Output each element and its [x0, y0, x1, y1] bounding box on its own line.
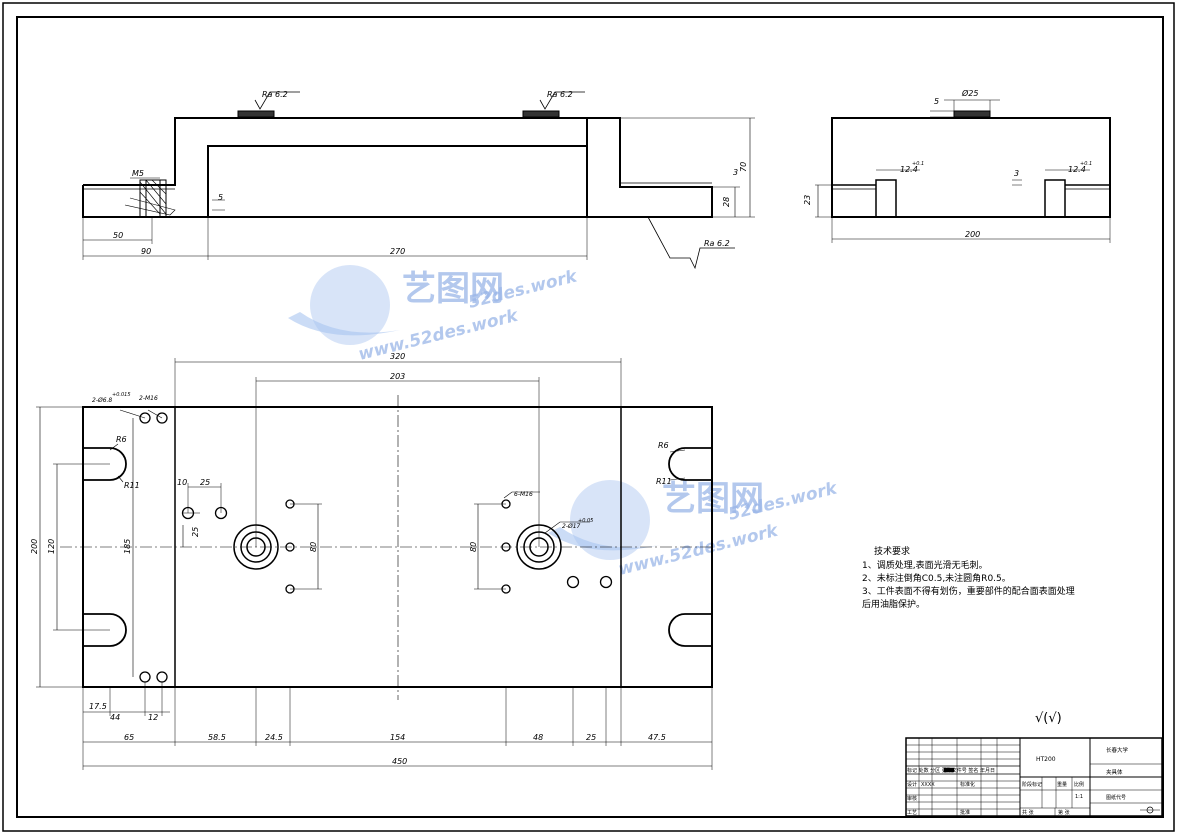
front-dim-270: 270	[390, 247, 405, 256]
front-roughness-right: Ra 6.2	[547, 90, 573, 99]
side-tol-right-sup: +0.1	[1080, 161, 1092, 167]
plan-dim-10: 10	[177, 478, 187, 487]
side-dim-5: 5	[934, 97, 939, 106]
front-dim-90: 90	[141, 247, 151, 256]
title-stage-label: 阶段标记	[1022, 781, 1042, 788]
plan-dim-120: 120	[47, 539, 56, 554]
tech-note-line-4: 后用油脂保护。	[862, 598, 925, 610]
plan-dim-58-5: 58.5	[208, 733, 226, 742]
plan-six-m16-label: 6-M16	[514, 491, 533, 498]
front-dim-50: 50	[113, 231, 123, 240]
title-rev-header: 标记 处数 分区 更改文件号 签名 年月日	[907, 767, 995, 774]
side-dim-3: 3	[1014, 169, 1019, 178]
plan-dim-24-5: 24.5	[265, 733, 283, 742]
side-dia-label: Ø25	[961, 88, 978, 98]
side-tol-left-sup: +0.1	[912, 161, 924, 167]
title-block	[905, 737, 1163, 817]
plan-r6-left: R6	[116, 435, 127, 444]
title-scale-value: 1:1	[1075, 794, 1083, 800]
tech-note-line-2: 2、未标注倒角C0.5,未注圆角R0.5。	[862, 572, 1011, 584]
tech-notes-title: 技术要求	[874, 545, 910, 557]
title-school: 长春大学	[1106, 746, 1129, 754]
title-design-label: 设计	[907, 781, 917, 788]
plan-r11-right: R11	[656, 477, 672, 486]
title-weight-label: 重量	[1057, 781, 1067, 788]
side-tol-left: 12.4	[900, 165, 918, 174]
plan-dim-200: 200	[30, 539, 39, 554]
title-process-label: 工艺	[907, 810, 917, 816]
plan-dim-47-5: 47.5	[648, 733, 666, 742]
title-std-label: 标准化	[960, 781, 975, 788]
plan-dim-12: 12	[148, 713, 158, 722]
watermark-top: 艺图网 52des.work www.52des.work	[288, 265, 581, 365]
front-roughness-bottom: Ra 6.2	[704, 239, 730, 248]
plan-bore-sup: +0.05	[578, 518, 593, 524]
plan-dim-44: 44	[110, 713, 120, 722]
plan-dim-25-bottom: 25	[586, 733, 596, 742]
front-thread-label: M5	[132, 169, 144, 178]
side-view	[815, 99, 1111, 243]
plan-dim-185: 185	[123, 539, 132, 554]
plan-dim-450: 450	[392, 757, 407, 766]
plan-hole-left-sub: +0.015	[112, 392, 131, 398]
plan-dim-320: 320	[390, 352, 405, 361]
front-dim-70: 70	[739, 162, 748, 172]
plan-dim-25-v: 25	[191, 527, 200, 537]
plan-view	[36, 358, 713, 770]
plan-r11-left: R11	[124, 481, 140, 490]
front-view	[82, 91, 755, 270]
plan-dim-154: 154	[390, 733, 405, 742]
front-dim-28: 28	[722, 197, 731, 207]
tech-note-line-3: 3、工件表面不得有划伤，重要部件的配合面表面处理	[862, 585, 1075, 597]
plan-dim-80-right: 80	[469, 542, 478, 552]
plan-dim-80-left: 80	[309, 542, 318, 552]
side-tol-right: 12.4	[1068, 165, 1086, 174]
title-sheet-no: 第 张	[1058, 809, 1070, 816]
plan-dim-17-5: 17.5	[89, 702, 107, 711]
title-part-name: 夹具体	[1106, 768, 1123, 776]
plan-dim-48: 48	[533, 733, 543, 742]
plan-r6-right: R6	[658, 441, 669, 450]
watermark-middle: 艺图网 52des.work www.52des.work	[548, 478, 841, 580]
plan-dim-65: 65	[124, 733, 134, 742]
plan-hole-left-label: 2-Ø6.8	[92, 397, 112, 404]
plan-bore-label: 2-Ø17	[562, 523, 581, 530]
title-drawing-no: 图纸代号	[1106, 794, 1126, 801]
front-dim-5: 5	[218, 193, 223, 202]
plan-dim-203: 203	[390, 372, 405, 381]
title-sheet-total: 共 张	[1022, 809, 1034, 816]
general-roughness-symbol: √(√)	[1035, 711, 1062, 726]
title-design-date: XXXX	[921, 782, 935, 788]
plan-dim-25-top: 25	[200, 478, 210, 487]
side-dim-23: 23	[803, 195, 812, 205]
front-roughness-left: Ra 6.2	[262, 90, 288, 99]
title-scale-label: 比例	[1074, 781, 1084, 788]
inner-frame	[16, 16, 1164, 818]
title-material: HT200	[1036, 756, 1056, 763]
plan-m16-label: 2-M16	[139, 395, 158, 402]
title-approve-label: 批准	[960, 809, 970, 816]
front-dim-3: 3	[733, 168, 738, 177]
watermark-cn-text: 艺图网	[402, 269, 504, 309]
tech-note-line-1: 1、调质处理,表面光滑无毛刺。	[862, 559, 988, 571]
side-dim-200: 200	[965, 230, 980, 239]
title-review-label: 审核	[907, 795, 917, 802]
